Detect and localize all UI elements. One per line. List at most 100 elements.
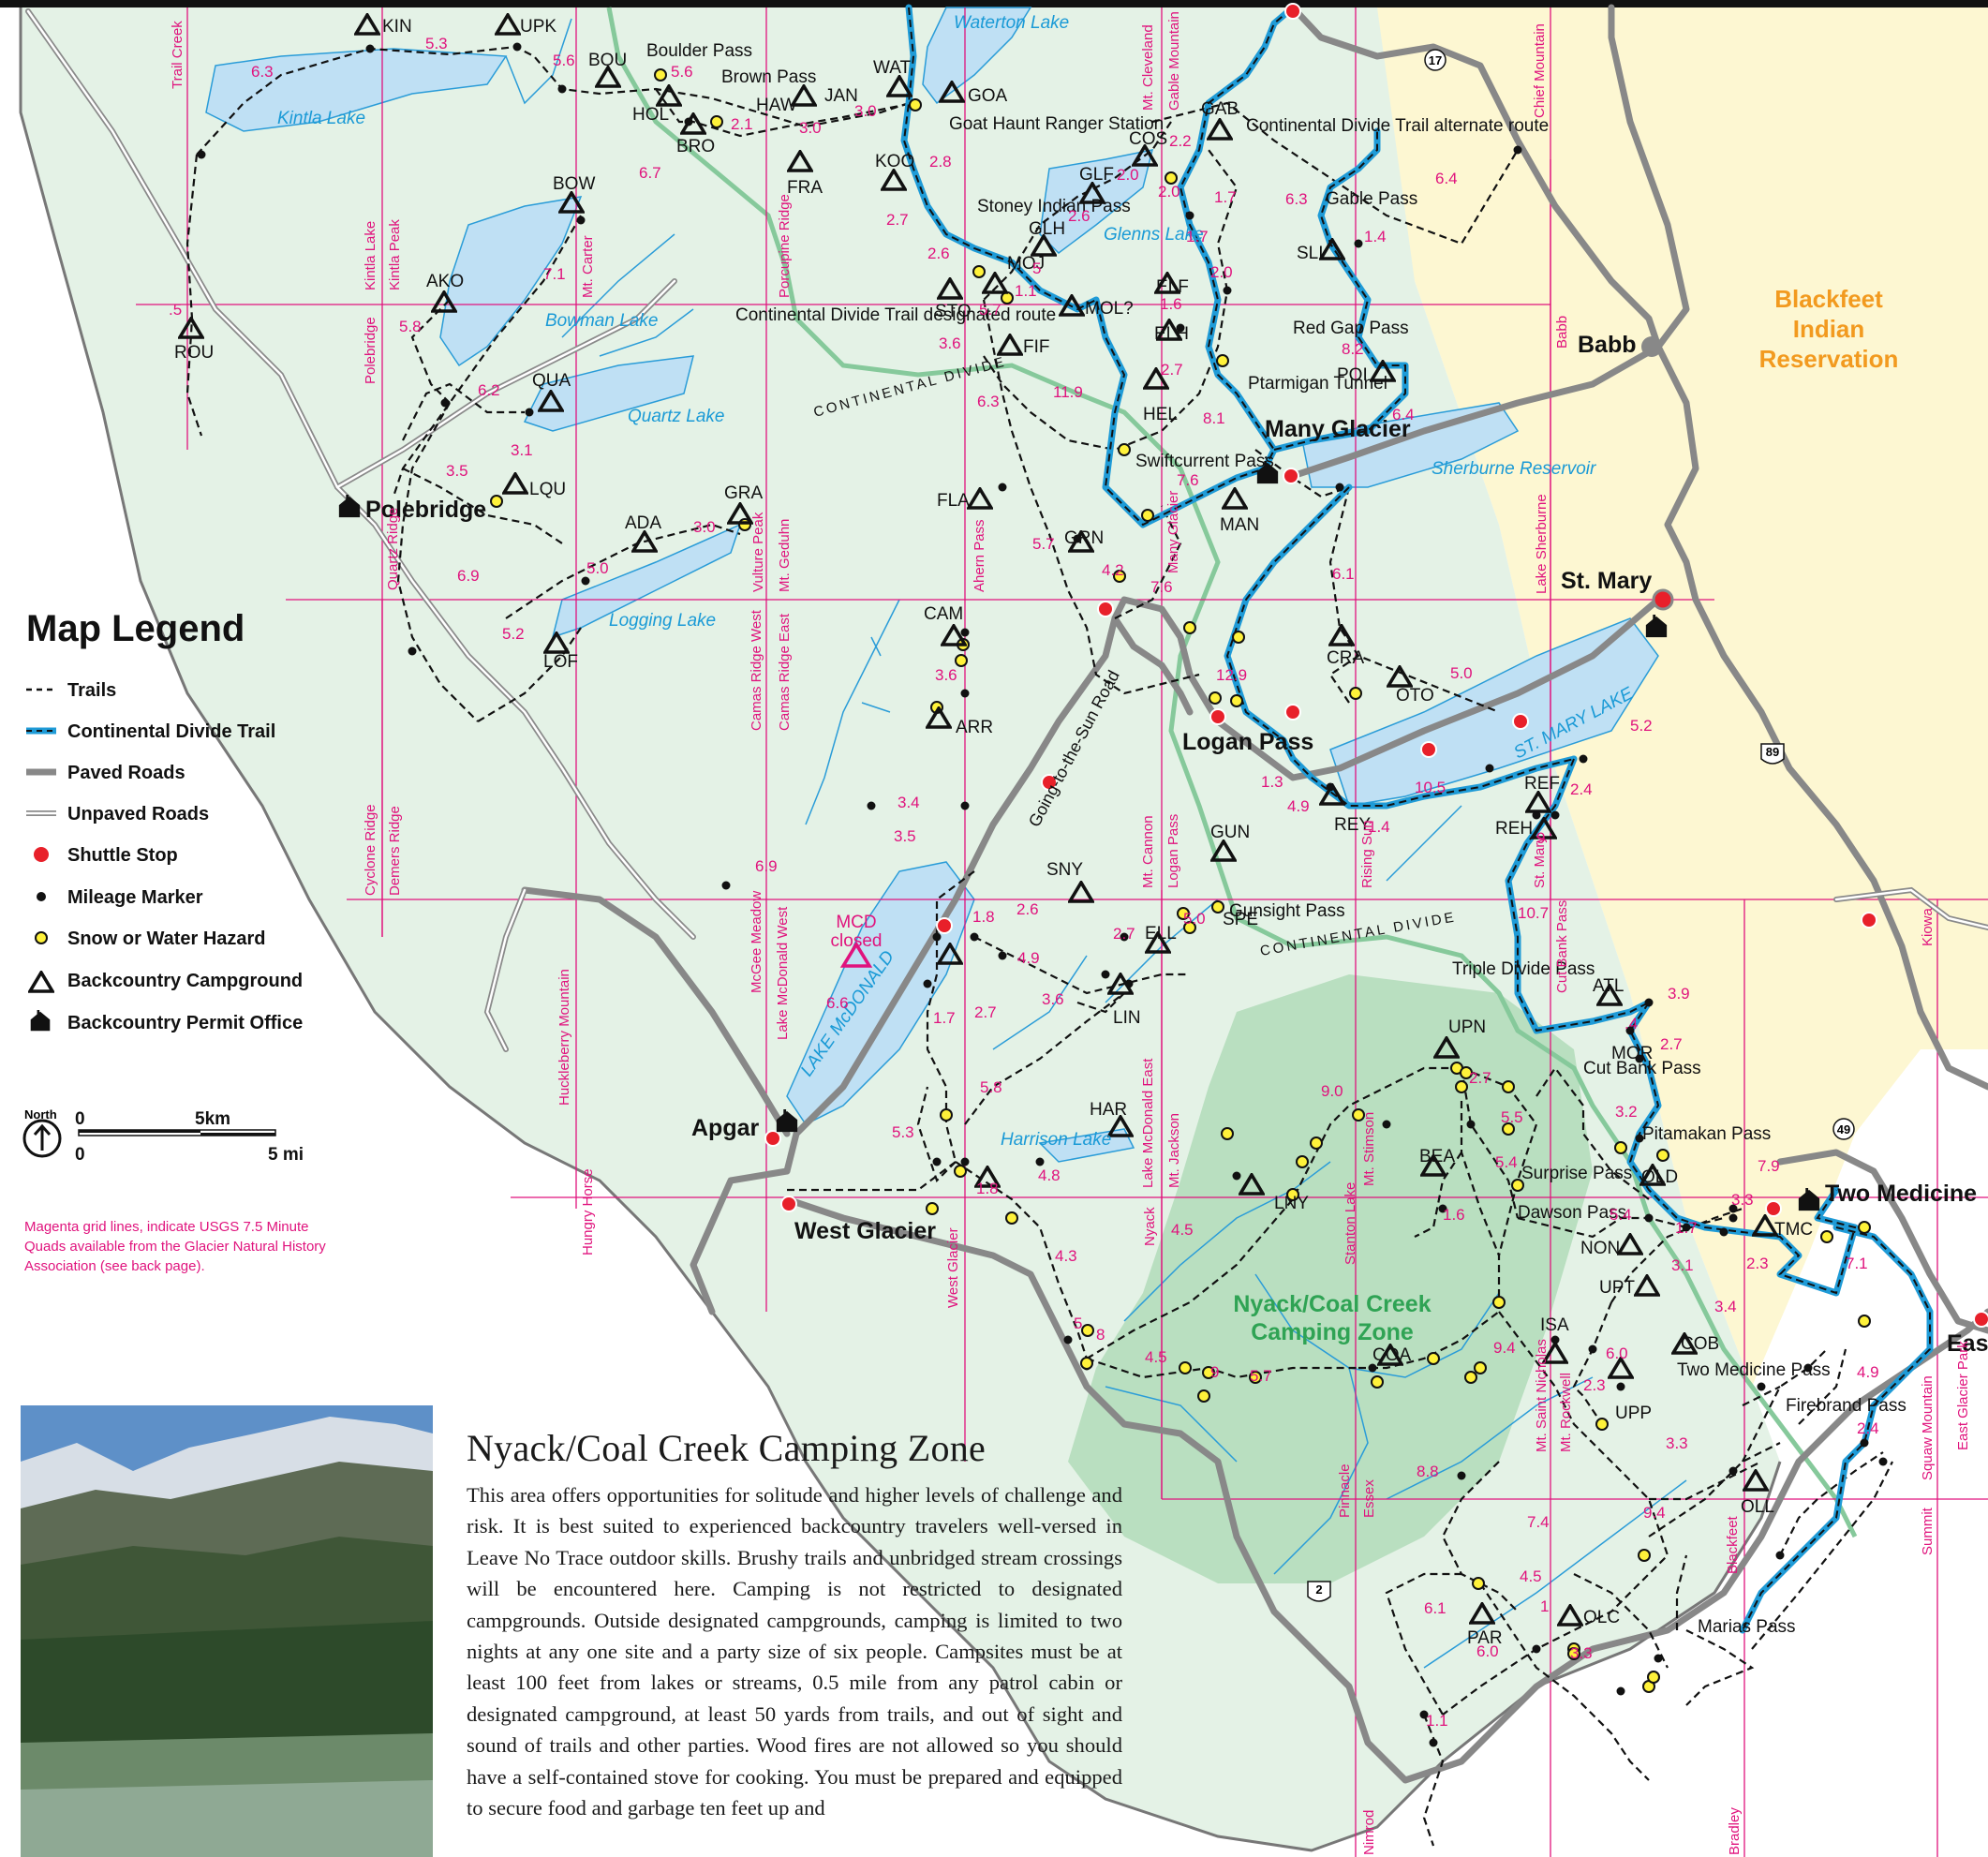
- zone-label: Nyack/Coal Creek Camping Zone: [1233, 1291, 1431, 1345]
- map-label: Association (see back page).: [24, 1258, 205, 1274]
- map-label: REY: [1334, 815, 1371, 835]
- map-label: 1: [1540, 1597, 1549, 1615]
- mcd-closed-campground: [839, 941, 873, 968]
- map-label: 5.8: [980, 1078, 1002, 1096]
- map-label: ELF: [1156, 277, 1189, 297]
- map-label: 7.6: [1177, 471, 1199, 489]
- map-label: SLI: [1297, 244, 1324, 263]
- map-label: .5: [169, 301, 182, 319]
- map-label: 5.0: [1183, 910, 1206, 928]
- map-label: Mt. Geduhn: [777, 519, 793, 592]
- map-label: FLA: [937, 491, 970, 511]
- paved-roads: [521, 4, 1988, 1784]
- map-label: 5.5: [1501, 1108, 1523, 1126]
- map-label: GAB: [1201, 99, 1239, 119]
- map-label: Polebridge: [363, 317, 378, 384]
- map-label: Polebridge: [365, 497, 486, 523]
- map-label: 6.0: [1476, 1642, 1499, 1660]
- map-label: 5.7: [979, 301, 1001, 319]
- map-label: 2.6: [927, 245, 950, 262]
- map-label: 3.1: [511, 441, 533, 459]
- map-label: Lake Sherburne: [1534, 494, 1550, 594]
- map-label: 9.0: [1321, 1082, 1343, 1100]
- map-label: 5km: [195, 1109, 230, 1129]
- map-label: 10.7: [1518, 904, 1549, 922]
- map-label: 5: [1074, 1315, 1082, 1332]
- map-label: 11.9: [1053, 383, 1083, 401]
- map-label: 3.0: [693, 518, 716, 536]
- map-label: Marias Pass: [1698, 1617, 1796, 1637]
- map-label: Ahern Pass: [972, 519, 987, 592]
- map-label: LQU: [529, 480, 566, 499]
- map-label: Pinnacle: [1337, 1463, 1353, 1518]
- legend-trails: Trails: [67, 680, 116, 701]
- map-label: 6.7: [639, 164, 661, 182]
- map-label: 4.5: [1145, 1348, 1167, 1366]
- map-label: Mt. Carter: [580, 235, 596, 298]
- map-label: GOA: [968, 86, 1008, 106]
- map-label: 6.3: [977, 393, 1000, 410]
- map-label: QUA: [532, 371, 571, 391]
- continental-divide-line: [606, 7, 1858, 1538]
- map-label: MOJ: [1007, 254, 1045, 274]
- map-label: CAM: [924, 604, 963, 624]
- map-label: Mt. Cleveland: [1140, 24, 1156, 111]
- map-label: West Glacier: [945, 1227, 961, 1308]
- map-label: 3.9: [1668, 985, 1690, 1003]
- map-label: Apgar: [691, 1115, 760, 1141]
- map-label: 12.9: [1216, 666, 1247, 684]
- map-label: GRN: [1064, 528, 1104, 548]
- map-label: Vulture Peak: [750, 512, 766, 592]
- map-label: ELL: [1145, 924, 1177, 943]
- map-label: 7.6: [1150, 578, 1173, 596]
- map-label: Camas Ridge East: [777, 613, 793, 731]
- map-label: 2.7: [974, 1003, 997, 1021]
- map-label: GLH: [1029, 219, 1065, 239]
- map-label: SNY: [1046, 860, 1083, 880]
- map-label: Squaw Mountain: [1920, 1375, 1936, 1480]
- map-label: 9: [1536, 829, 1545, 847]
- map-label: 6.3: [1285, 190, 1308, 208]
- map-label: 5.4: [1495, 1153, 1518, 1171]
- map-label: 4.5: [1171, 1221, 1194, 1239]
- map-label: 3.0: [799, 119, 822, 137]
- map-label: 1.3: [1261, 773, 1283, 791]
- map-label: Firebrand Pass: [1786, 1396, 1906, 1416]
- legend-cdt: Continental Divide Trail: [67, 721, 275, 742]
- map-label: 4.9: [1857, 1363, 1879, 1381]
- map-label: 1.1: [1015, 282, 1037, 300]
- legend-paved: Paved Roads: [67, 763, 185, 783]
- map-label: 8.2: [1342, 340, 1364, 358]
- map-label: Mt. Saint Nicholas: [1534, 1339, 1550, 1452]
- map-label: Cyclone Ridge: [363, 804, 378, 896]
- map-label: 5.4: [1610, 1206, 1632, 1224]
- map-label: 49: [1837, 1122, 1850, 1136]
- map-label: HOL: [632, 105, 669, 125]
- map-label: MOL?: [1085, 299, 1134, 319]
- map-label: Two Medicine Pass: [1677, 1360, 1831, 1380]
- legend-mileage: Mileage Marker: [67, 887, 203, 908]
- map-label: Dawson Pass: [1518, 1203, 1626, 1223]
- map-label: Cut Bank Pass: [1583, 1059, 1701, 1078]
- map-label: Mt. Jackson: [1166, 1113, 1182, 1188]
- map-label: Triple Divide Pass: [1452, 959, 1595, 979]
- map-label: Summit: [1920, 1507, 1936, 1555]
- map-label: 6.9: [755, 857, 778, 875]
- legend-hazard: Snow or Water Hazard: [67, 928, 266, 949]
- map-label: Blackfeet: [1774, 285, 1883, 313]
- map-label: 3.1: [1671, 1256, 1694, 1274]
- map-label: ISA: [1540, 1315, 1569, 1335]
- road-shields: 17 89 49 2: [1307, 49, 1855, 1602]
- map-label: COS: [1129, 129, 1167, 149]
- mileage-markers: [197, 42, 1888, 1747]
- map-label: 2.7: [1469, 1069, 1491, 1087]
- map-label: Camas Ridge West: [749, 609, 764, 731]
- map-label: 3.5: [894, 827, 916, 845]
- map-label: POI: [1337, 365, 1368, 385]
- map-label: Porcupine Ridge: [777, 194, 793, 298]
- map-label: Mt. Cannon: [1140, 815, 1156, 888]
- map-label: Ptarmigan Tunnel: [1248, 374, 1387, 394]
- map-label: Kintla Peak: [387, 219, 403, 290]
- map-label: Cut Bank Pass: [1554, 900, 1570, 993]
- map-label: 6.1: [1424, 1599, 1446, 1617]
